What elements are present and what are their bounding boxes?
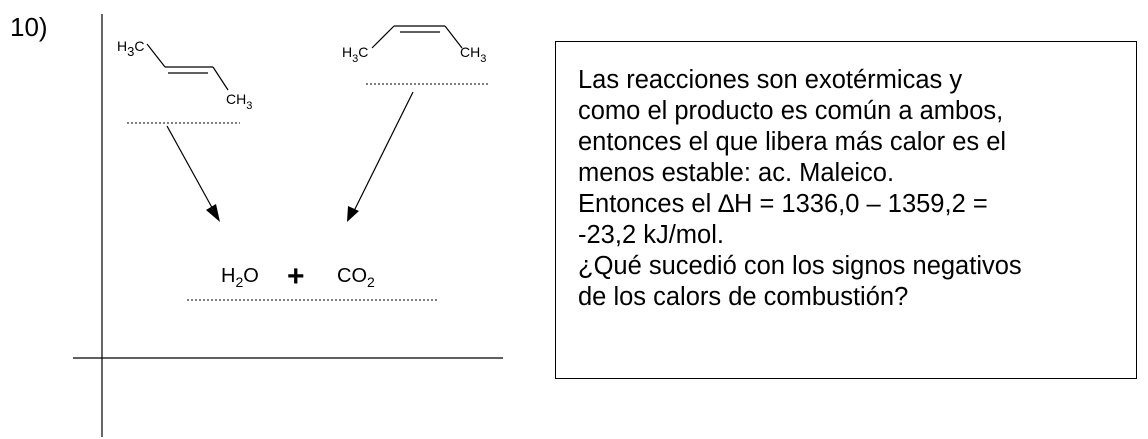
- svg-text:H3C: H3C: [117, 38, 144, 59]
- plus-sign: +: [287, 260, 305, 293]
- explanation-line: menos estable: ac. Maleico.: [578, 159, 895, 187]
- svg-text:H2O: H2O: [221, 265, 259, 290]
- bond-line: [371, 25, 395, 49]
- svg-text:CO2: CO2: [337, 265, 375, 290]
- explanation-line: Las reacciones son exotérmicas y: [578, 66, 963, 94]
- bond-line: [444, 25, 463, 49]
- cis-butene-structure: H3C CH3: [342, 25, 490, 85]
- explanation-line: como el producto es común a ambos,: [578, 97, 1004, 125]
- explanation-line: de los calors de combustión?: [578, 283, 909, 311]
- products-label: H2O + CO2: [187, 260, 437, 301]
- svg-text:CH3: CH3: [460, 44, 486, 65]
- arrow-right: [347, 91, 414, 222]
- arrow-left: [166, 125, 220, 222]
- explanation-line: ¿Qué sucedió con los signos negativos: [578, 252, 1022, 280]
- explanation-box: Las reacciones son exotérmicas y como el…: [555, 41, 1137, 379]
- explanation-line: Entonces el ∆H = 1336,0 – 1359,2 =: [578, 190, 988, 218]
- question-number: 10): [10, 12, 48, 42]
- energy-diagram: H3C CH3 H3C CH3 H2O +: [73, 14, 503, 437]
- explanation-line: entonces el que libera más calor es el: [578, 128, 1007, 156]
- svg-text:H3C: H3C: [342, 44, 368, 65]
- svg-text:CH3: CH3: [226, 91, 252, 112]
- trans-butene-structure: H3C CH3: [117, 38, 252, 124]
- explanation-line: -23,2 kJ/mol.: [578, 221, 724, 249]
- bond-line: [212, 66, 229, 91]
- bond-line: [146, 43, 166, 68]
